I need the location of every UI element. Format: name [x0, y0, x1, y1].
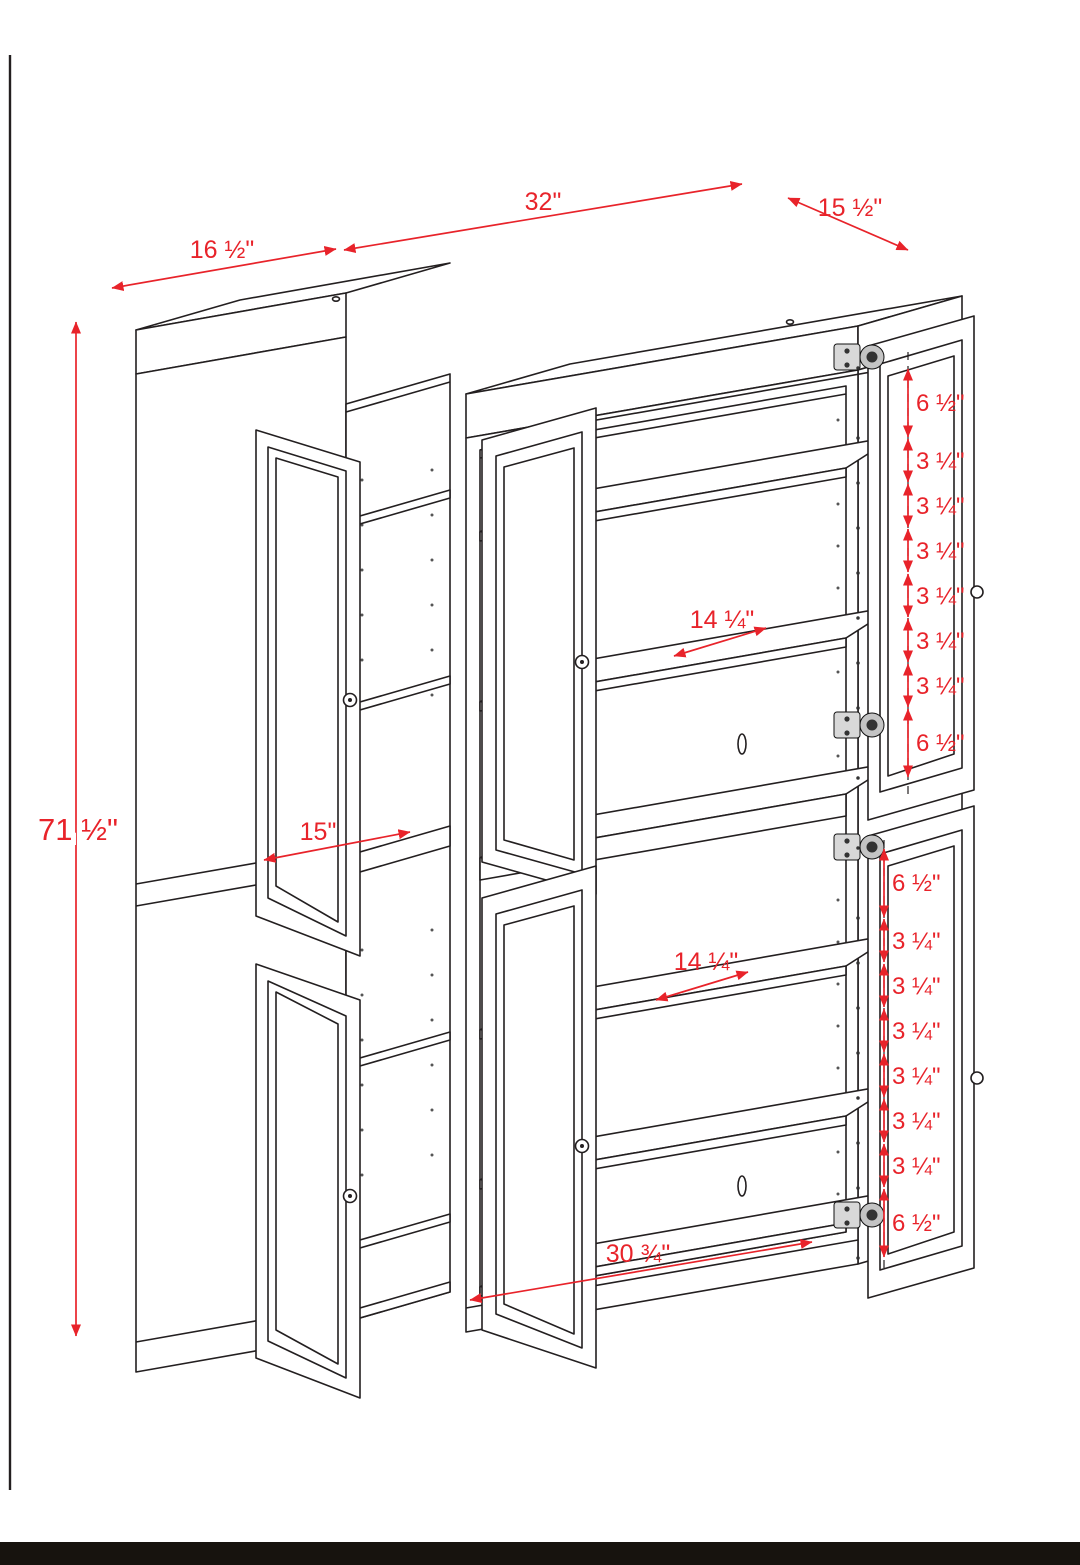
- back-panel-vent-hole: [737, 1175, 747, 1197]
- door-frame: [879, 339, 963, 793]
- door-panel: [887, 355, 955, 777]
- door-outer: [255, 963, 361, 1399]
- door-panel: [503, 905, 575, 1335]
- left-cabinet-mid-rail-bottom: [135, 884, 257, 907]
- back-panel-vent-hole: [737, 733, 747, 755]
- door-knob: [970, 585, 984, 599]
- dim-label-left-cabinet-width: 16 ½": [190, 236, 254, 264]
- hole-spacing-label: 3 ¼": [892, 928, 941, 955]
- dimension-arrow: [673, 626, 767, 658]
- door-knob-center: [348, 1194, 352, 1198]
- dim-overall-height: 71 ½": [33, 321, 123, 1337]
- door-frame: [267, 446, 347, 937]
- door-outer: [867, 315, 975, 821]
- left-cabinet-upper-door: [255, 429, 361, 957]
- dim-lower-shelf-depth: 14 ¼": [655, 948, 749, 1002]
- dim-bottom-shelf-width: 30 ¾": [469, 1238, 813, 1304]
- door-panel: [503, 447, 575, 861]
- right-cabinet-lower-left-door: [481, 865, 597, 1369]
- door-outer: [867, 805, 975, 1299]
- dimension-arrow: [343, 180, 743, 254]
- dimension-arrow: [263, 829, 411, 863]
- dimensions: 16 ½" 32" 15 ½" 71 ½" 15" 14 ¼" 14 ¼": [33, 180, 965, 1337]
- door-outer: [255, 429, 361, 957]
- left-cabinet-lower-door: [255, 963, 361, 1399]
- hole-spacing-label: 3 ¼": [916, 628, 965, 655]
- right-cabinet-lower-right-door: [867, 805, 984, 1299]
- hole-spacing-label: 3 ¼": [916, 538, 965, 565]
- dim-label-left-shelf-width: 15": [300, 818, 337, 846]
- door-panel: [275, 457, 339, 923]
- left-cabinet-interior: [345, 373, 451, 1323]
- hole-spacing-label: 6 ½": [916, 730, 965, 757]
- left-cabinet: [135, 262, 451, 1399]
- sheet-border: [0, 55, 1080, 1565]
- dimension-arrow: [111, 246, 337, 291]
- dim-right-cabinet-width: 32": [343, 180, 743, 254]
- dimension-arrow: [655, 970, 749, 1002]
- hole-spacing-label: 3 ¼": [916, 493, 965, 520]
- dim-upper-hole-spacing: 6 ½" 3 ¼" 3 ¼" 3 ¼" 3 ¼" 3 ¼" 3 ¼" 6 ½": [903, 352, 965, 800]
- hinge-icon: [833, 1201, 885, 1229]
- right-cabinet-top-hole: [785, 318, 795, 325]
- right-cabinet-upper-right-door: [867, 315, 984, 821]
- hole-spacing-label: 6 ½": [892, 870, 941, 897]
- dim-left-shelf-width: 15": [263, 818, 411, 863]
- door-frame: [267, 980, 347, 1379]
- hole-spacing-label: 3 ¼": [916, 583, 965, 610]
- hole-spacing-label: 3 ¼": [892, 973, 941, 1000]
- hole-spacing-label: 3 ¼": [892, 1108, 941, 1135]
- left-cabinet-top-hole: [331, 295, 341, 302]
- dim-label-bottom-shelf-width: 30 ¾": [606, 1240, 670, 1268]
- door-hinges: [833, 343, 885, 1229]
- hole-spacing-label: 3 ¼": [916, 448, 965, 475]
- hole-spacing-label: 3 ¼": [916, 673, 965, 700]
- door-knob-center: [348, 698, 352, 702]
- hole-spacing-label: 6 ½": [892, 1210, 941, 1237]
- door-outer: [481, 407, 597, 895]
- hole-spacing-label: 6 ½": [916, 390, 965, 417]
- dim-left-cabinet-width: 16 ½": [111, 236, 337, 291]
- door-knob: [970, 1071, 984, 1085]
- dim-label-upper-shelf-depth: 14 ¼": [690, 606, 754, 634]
- hinge-icon: [833, 711, 885, 739]
- dim-label-right-cabinet-width: 32": [525, 188, 562, 216]
- door-frame: [495, 889, 583, 1349]
- dim-cabinet-depth: 15 ½": [787, 194, 909, 251]
- right-cabinet: [465, 295, 984, 1369]
- dim-label-lower-shelf-depth: 14 ¼": [674, 948, 738, 976]
- hinge-icon: [833, 343, 885, 371]
- dim-label-overall-height: 71 ½": [38, 812, 118, 847]
- sheet-bottom-bar: [0, 1542, 1080, 1565]
- dimension-arrow: [787, 197, 909, 251]
- hinge-icon: [833, 833, 885, 861]
- hole-spacing-label: 3 ¼": [892, 1153, 941, 1180]
- dim-lower-hole-spacing: 6 ½" 3 ¼" 3 ¼" 3 ¼" 3 ¼" 3 ¼" 3 ¼" 6 ½": [879, 840, 941, 1272]
- hole-spacing-label: 3 ¼": [892, 1018, 941, 1045]
- door-knob-center: [580, 1144, 584, 1148]
- dim-label-cabinet-depth: 15 ½": [818, 194, 882, 222]
- left-cabinet-mid-rail-top: [135, 862, 257, 885]
- door-outer: [481, 865, 597, 1369]
- hole-spacing-label: 3 ¼": [892, 1063, 941, 1090]
- right-cabinet-upper-left-door: [481, 407, 597, 895]
- left-interior-top-edge: [345, 381, 451, 413]
- door-panel: [275, 991, 339, 1365]
- door-knob-center: [580, 660, 584, 664]
- dim-upper-shelf-depth: 14 ¼": [673, 606, 767, 658]
- dimension-arrow: [469, 1238, 813, 1304]
